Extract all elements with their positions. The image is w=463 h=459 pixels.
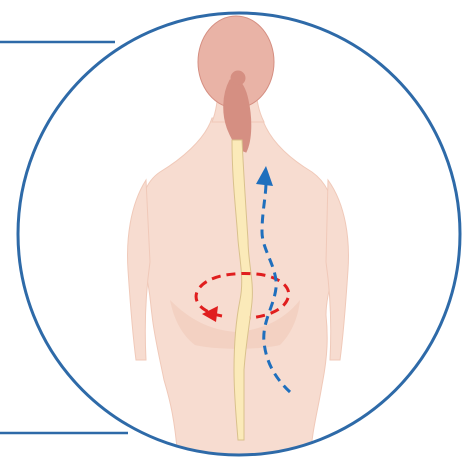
human-back-figure [128,16,349,459]
